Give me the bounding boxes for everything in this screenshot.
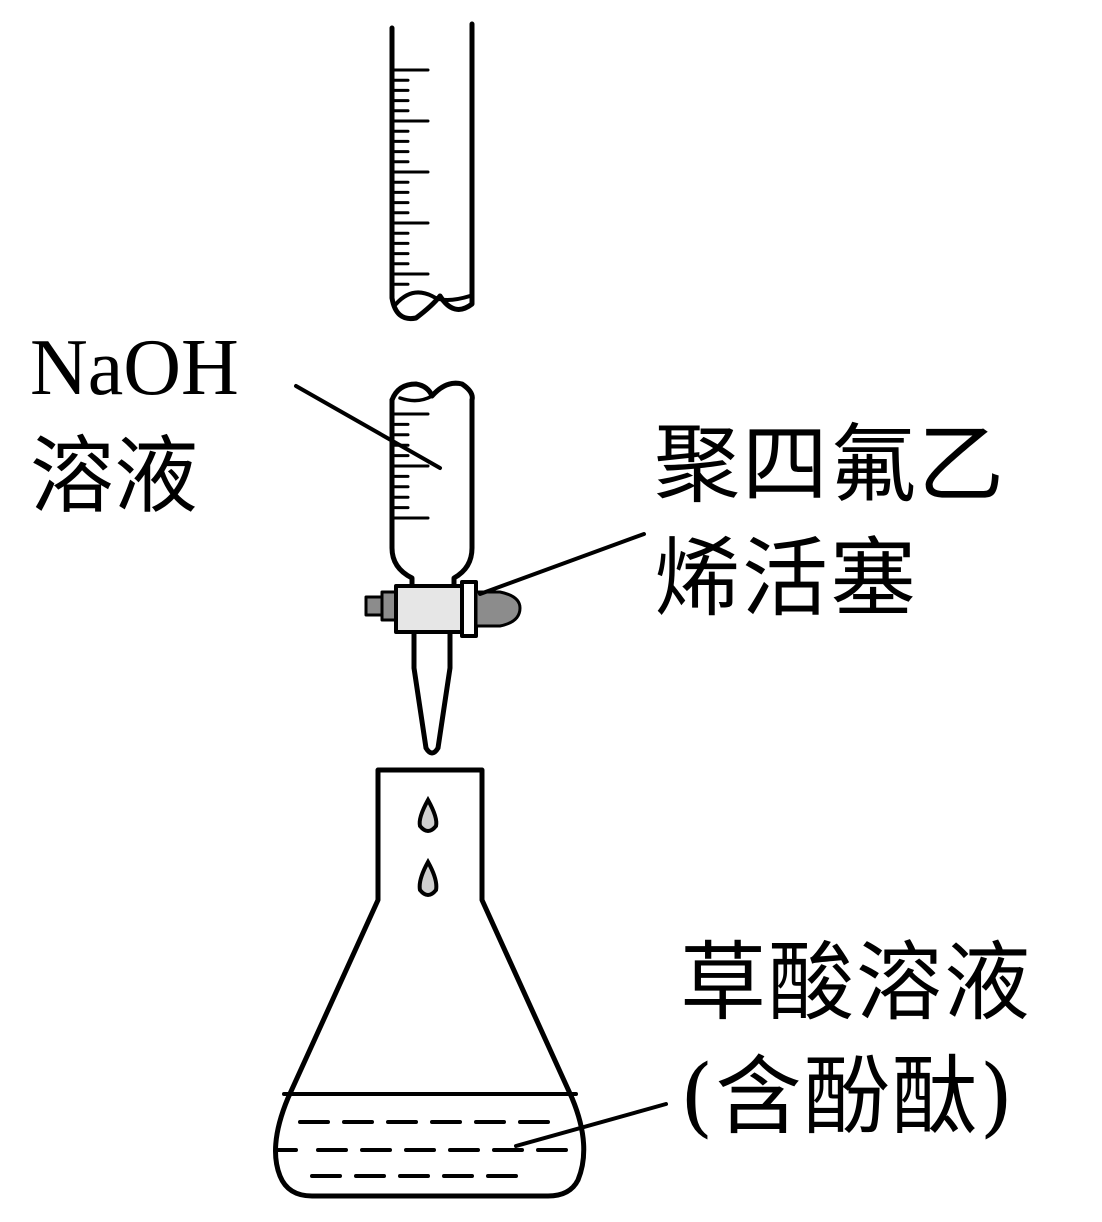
drop-icon [417, 857, 439, 897]
drops [417, 795, 439, 897]
burette-lower-break-inner [398, 394, 434, 403]
drop-icon [417, 795, 439, 833]
stopcock-right-handle [474, 590, 522, 628]
burette-upper-scale [390, 68, 430, 286]
flask-outline [273, 767, 587, 1199]
conical-flask-icon [273, 767, 587, 1199]
burette-upper-tube [389, 21, 475, 322]
flask-label-line1: 草酸溶液 [680, 933, 1032, 1033]
flask-leader [514, 1102, 668, 1148]
flask-label-line2: (含酚酞) [680, 1047, 1016, 1147]
naoh-label-line2: 溶液 [30, 427, 199, 525]
stopcock-leader [478, 532, 646, 596]
burette-lower-scale [390, 412, 430, 520]
stopcock-label-line1: 聚四氟乙 [654, 415, 1006, 515]
burette-tip [411, 634, 453, 756]
naoh-label-line1: NaOH [30, 324, 239, 412]
burette-icon [389, 21, 475, 595]
stopcock-body [394, 584, 466, 634]
stopcock-label-line2: 烯活塞 [654, 529, 918, 629]
liquid-dashes [298, 1120, 568, 1178]
leader-lines [294, 384, 668, 1148]
burette-lower-tube [389, 397, 475, 595]
naoh-leader [294, 384, 442, 470]
burette-upper-break [394, 290, 472, 306]
stopcock-icon [364, 580, 522, 638]
stopcock-right-ring [460, 580, 478, 638]
